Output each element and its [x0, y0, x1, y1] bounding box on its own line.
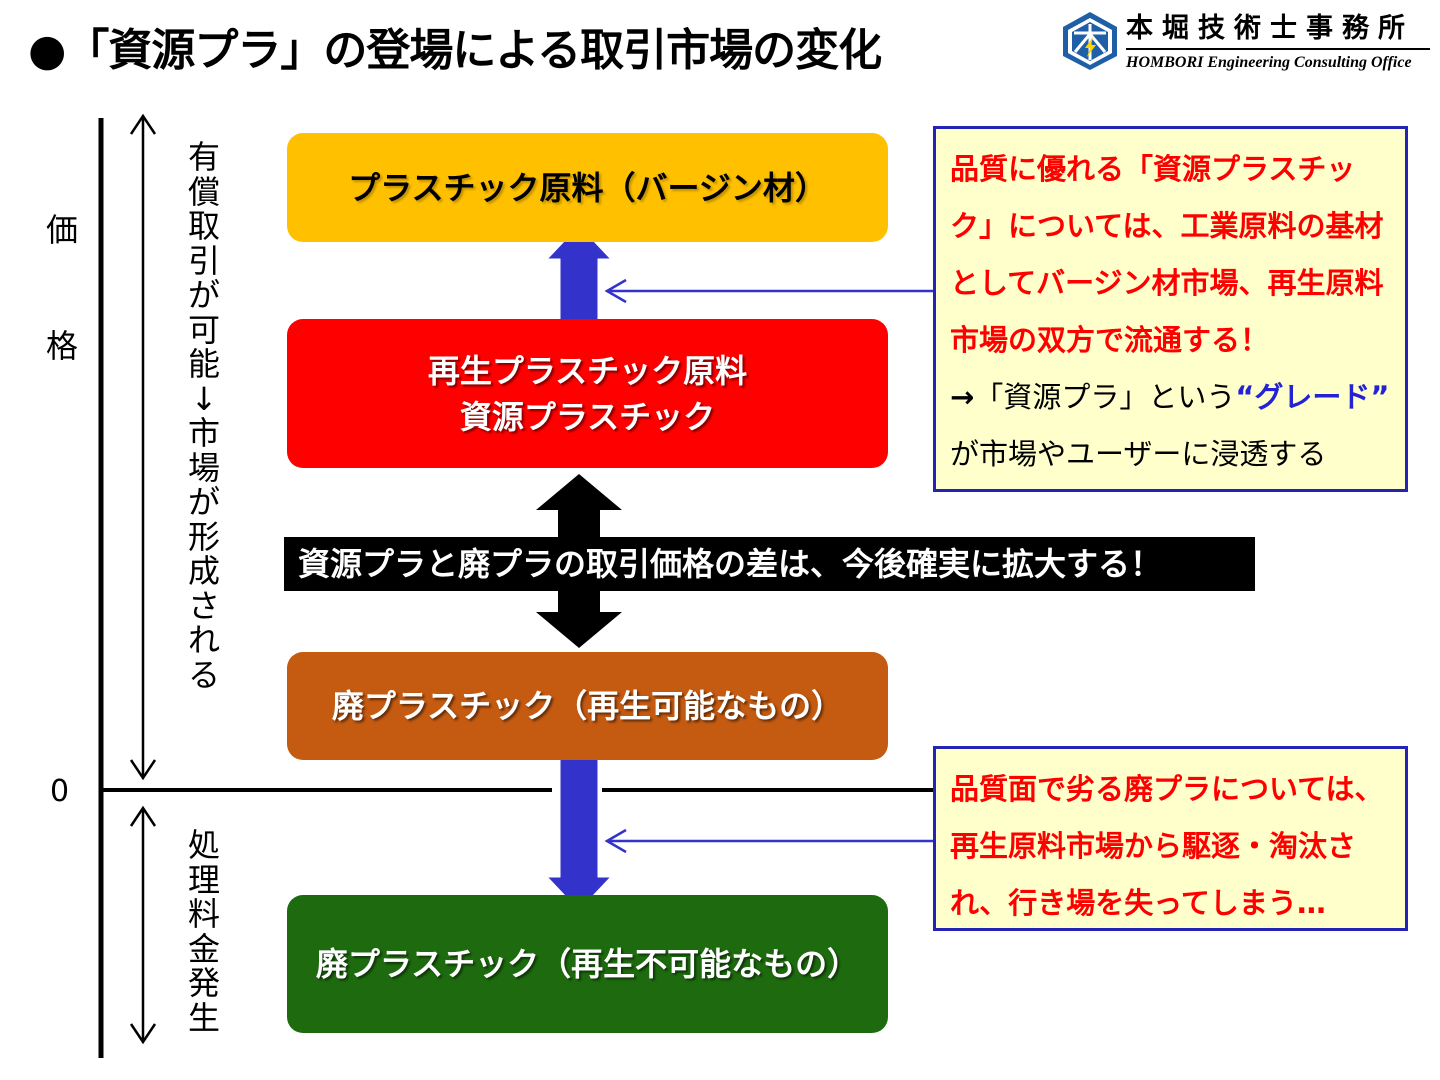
resource-note-grade: “グレード”: [1235, 380, 1390, 414]
lower-range-arrow: [129, 805, 157, 1045]
resource-note-pre: 「資源プラ」という: [974, 380, 1236, 414]
page-title: ●「資源プラ」の登場による取引市場の変化: [28, 25, 882, 76]
logo-divider: [1126, 48, 1430, 50]
unrecyclable-waste-box: 廃プラスチック（再生不可能なもの）: [287, 895, 888, 1033]
resource-note-main: 品質に優れる「資源プラスチック」については、工業原料の基材としてバージン材市場、…: [950, 152, 1384, 357]
virgin-plastic-label: プラスチック原料（バージン材）: [348, 168, 827, 207]
waste-note-main: 品質面で劣る廃プラについては、再生原料市場から駆逐・淘汰され、行き場を失ってしま…: [950, 772, 1384, 920]
lower-range-label: 処理料金発生: [187, 826, 220, 1037]
hombori-logo-icon: [1060, 10, 1120, 72]
resource-note-post: が市場やユーザーに浸透する: [950, 437, 1327, 471]
unrecyclable-waste-label: 廃プラスチック（再生不可能なもの）: [315, 945, 860, 983]
downgrade-arrow-icon: [541, 742, 617, 915]
upper-range-arrow: [129, 113, 157, 781]
recycled-plastic-label-line1: 再生プラスチック原料: [427, 351, 748, 390]
resource-plastic-note: 品質に優れる「資源プラスチック」については、工業原料の基材としてバージン材市場、…: [933, 126, 1408, 492]
price-axis-label: 価 格: [45, 211, 111, 365]
price-gap-banner: 資源プラと廃プラの取引価格の差は、今後確実に拡大する！: [284, 537, 1255, 591]
recyclable-waste-box: 廃プラスチック（再生可能なもの）: [287, 652, 888, 760]
pointer-arrow-upper-icon: [604, 278, 933, 304]
upper-range-label: 有償取引が可能↓市場が形成される: [187, 138, 220, 694]
virgin-plastic-box: プラスチック原料（バージン材）: [287, 133, 888, 242]
resource-note-arrow: →: [950, 380, 975, 414]
recyclable-waste-label: 廃プラスチック（再生可能なもの）: [331, 687, 844, 725]
recycled-plastic-box: 再生プラスチック原料 資源プラスチック: [287, 319, 888, 468]
zero-label: 0: [50, 774, 70, 809]
logo-name-jp: 本堀技術士事務所: [1126, 13, 1414, 44]
pointer-arrow-lower-icon: [604, 828, 933, 854]
logo-name-en: HOMBORI Engineering Consulting Office: [1126, 54, 1412, 71]
recycled-plastic-label-line2: 資源プラスチック: [459, 397, 716, 436]
waste-plastic-note: 品質面で劣る廃プラについては、再生原料市場から駆逐・淘汰され、行き場を失ってしま…: [933, 746, 1408, 931]
